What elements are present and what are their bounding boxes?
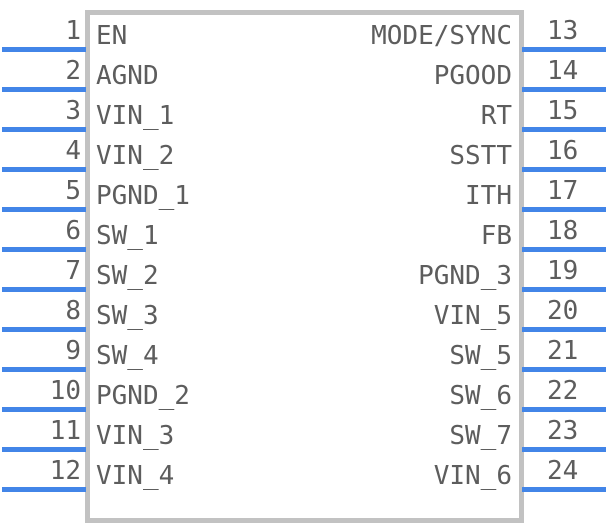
pin-line-14[interactable] — [522, 87, 606, 92]
pin-number-10: 10 — [49, 376, 81, 406]
pin-line-9[interactable] — [2, 367, 86, 372]
pin-number-12: 12 — [49, 456, 81, 486]
pin-label-sw-5: SW_5 — [449, 341, 512, 371]
pin-number-24: 24 — [547, 456, 579, 486]
pin-line-21[interactable] — [522, 367, 606, 372]
pin-label-pgnd-3: PGND_3 — [418, 261, 512, 291]
pin-label-vin-2: VIN_2 — [96, 141, 175, 171]
pin-number-7: 7 — [65, 256, 81, 286]
pin-line-2[interactable] — [2, 87, 86, 92]
pin-line-1[interactable] — [2, 47, 86, 52]
pin-number-13: 13 — [547, 16, 579, 46]
pin-line-8[interactable] — [2, 327, 86, 332]
pin-line-13[interactable] — [522, 47, 606, 52]
pin-number-6: 6 — [65, 216, 81, 246]
pin-label-sw-1: SW_1 — [96, 221, 159, 251]
pin-label-vin-4: VIN_4 — [96, 461, 175, 491]
pin-number-11: 11 — [49, 416, 81, 446]
pin-label-sw-2: SW_2 — [96, 261, 159, 291]
pin-line-5[interactable] — [2, 207, 86, 212]
pin-line-16[interactable] — [522, 167, 606, 172]
pin-line-24[interactable] — [522, 487, 606, 492]
pin-number-14: 14 — [547, 56, 579, 86]
pin-line-15[interactable] — [522, 127, 606, 132]
pin-label-ith: ITH — [465, 181, 512, 211]
pin-label-pgood: PGOOD — [433, 61, 512, 91]
pin-label-sw-4: SW_4 — [96, 341, 159, 371]
pin-label-en: EN — [96, 21, 128, 51]
pin-line-11[interactable] — [2, 447, 86, 452]
pin-number-17: 17 — [547, 176, 579, 206]
pin-label-pgnd-2: PGND_2 — [96, 381, 190, 411]
pin-label-agnd: AGND — [96, 61, 159, 91]
pin-line-4[interactable] — [2, 167, 86, 172]
pin-label-vin-3: VIN_3 — [96, 421, 175, 451]
pin-line-23[interactable] — [522, 447, 606, 452]
pin-line-6[interactable] — [2, 247, 86, 252]
pin-line-20[interactable] — [522, 327, 606, 332]
pin-label-vin-6: VIN_6 — [433, 461, 512, 491]
pin-number-16: 16 — [547, 136, 579, 166]
pin-number-22: 22 — [547, 376, 579, 406]
pin-line-18[interactable] — [522, 247, 606, 252]
pin-label-rt: RT — [480, 101, 512, 131]
pin-number-15: 15 — [547, 96, 579, 126]
pin-label-sw-3: SW_3 — [96, 301, 159, 331]
pin-number-2: 2 — [65, 56, 81, 86]
pin-number-1: 1 — [65, 16, 81, 46]
chip-body-outline — [85, 10, 524, 523]
pin-number-9: 9 — [65, 336, 81, 366]
pin-line-17[interactable] — [522, 207, 606, 212]
pin-line-22[interactable] — [522, 407, 606, 412]
pin-number-8: 8 — [65, 296, 81, 326]
pin-number-21: 21 — [547, 336, 579, 366]
pin-number-5: 5 — [65, 176, 81, 206]
pin-number-18: 18 — [547, 216, 579, 246]
pin-line-3[interactable] — [2, 127, 86, 132]
pin-label-sw-6: SW_6 — [449, 381, 512, 411]
pin-number-3: 3 — [65, 96, 81, 126]
pin-label-fb: FB — [480, 221, 512, 251]
pin-label-pgnd-1: PGND_1 — [96, 181, 190, 211]
pin-number-19: 19 — [547, 256, 579, 286]
pin-label-vin-5: VIN_5 — [433, 301, 512, 331]
pin-line-7[interactable] — [2, 287, 86, 292]
pin-line-12[interactable] — [2, 487, 86, 492]
pin-line-19[interactable] — [522, 287, 606, 292]
pin-label-vin-1: VIN_1 — [96, 101, 175, 131]
pin-line-10[interactable] — [2, 407, 86, 412]
pin-number-4: 4 — [65, 136, 81, 166]
pin-number-23: 23 — [547, 416, 579, 446]
pin-label-sstt: SSTT — [449, 141, 512, 171]
pin-number-20: 20 — [547, 296, 579, 326]
pin-label-sw-7: SW_7 — [449, 421, 512, 451]
pin-label-mode-sync: MODE/SYNC — [371, 21, 512, 51]
